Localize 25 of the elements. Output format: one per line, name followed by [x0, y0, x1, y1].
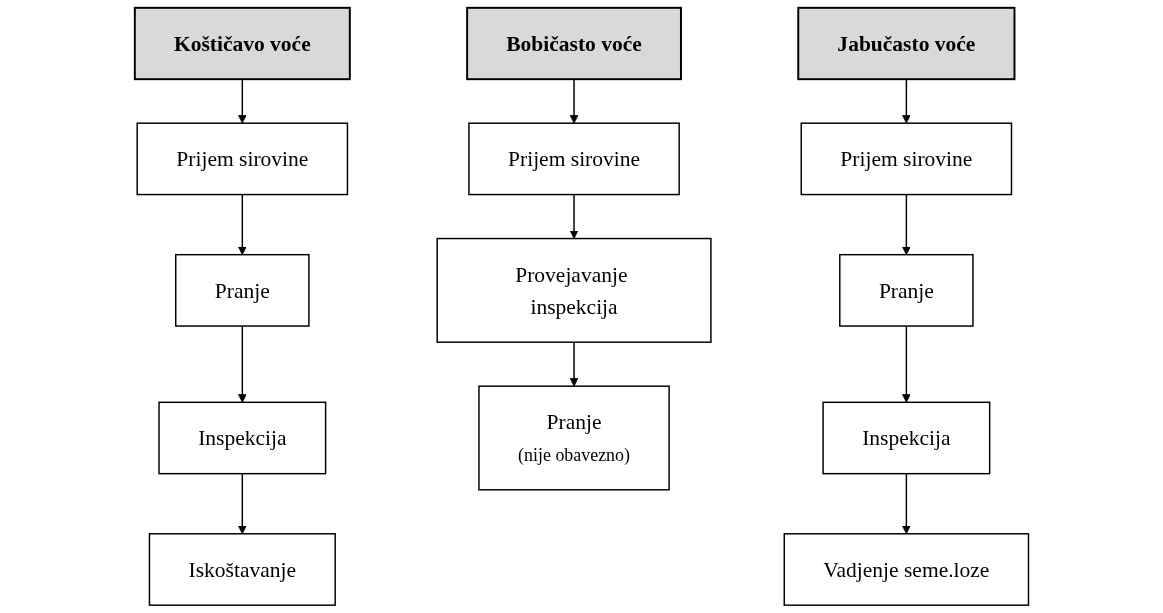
arrow	[237, 193, 247, 256]
node-box: Bobičasto voće	[466, 6, 682, 81]
node-box: Koštičavo voće	[133, 6, 351, 81]
node-box: Prijem sirovine	[468, 122, 680, 196]
node-box: Prijem sirovine	[800, 122, 1013, 196]
arrow	[901, 472, 911, 535]
arrow	[901, 193, 911, 256]
node-box: Provejavanje inspekcija	[436, 237, 712, 343]
arrow	[237, 78, 247, 124]
arrow	[237, 472, 247, 535]
arrow	[569, 193, 579, 239]
node-box: Vadjenje seme.loze	[783, 533, 1030, 606]
node-box: Inspekcija	[158, 401, 327, 475]
arrow	[901, 325, 911, 403]
node-box: Inspekcija	[822, 401, 991, 475]
node-box: Pranje	[838, 253, 974, 327]
arrow	[569, 78, 579, 124]
arrow	[569, 341, 579, 387]
node-box: Prijem sirovine	[136, 122, 349, 196]
node-box: Pranje	[174, 253, 310, 327]
arrow	[237, 325, 247, 403]
node-box: Jabučasto voće	[797, 6, 1016, 81]
arrow	[901, 78, 911, 124]
node-box: Pranje (nije obavezno)	[478, 385, 670, 491]
node-box: Iskoštavanje	[148, 533, 336, 606]
